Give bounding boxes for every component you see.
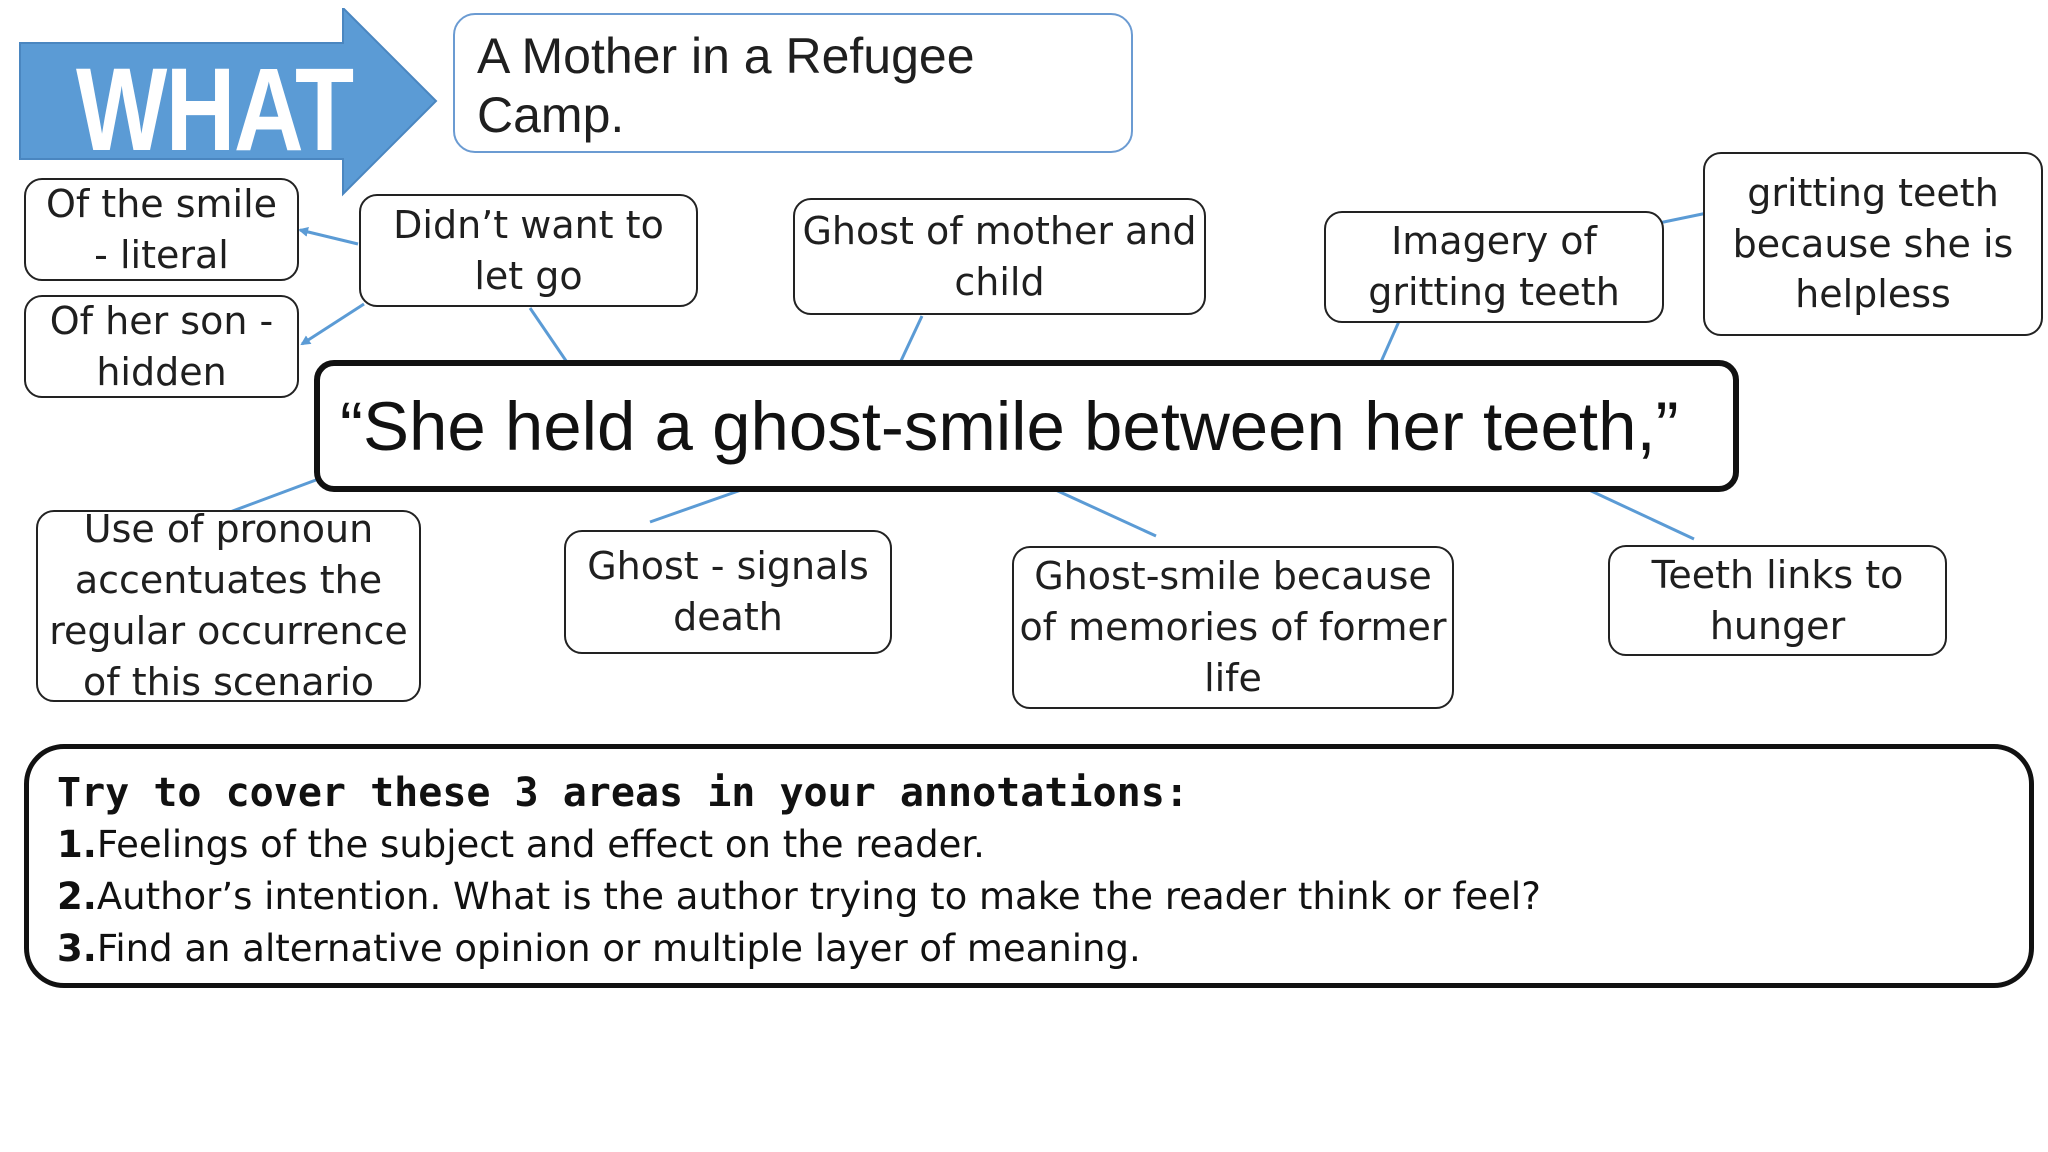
instruction-number: 1. — [57, 823, 97, 866]
instructions-box: Try to cover these 3 areas in your annot… — [24, 744, 2034, 988]
annotation-pronoun: Use of pronoun accentuates the regular o… — [36, 507, 421, 704]
annotation-smile-literal: Of the smile - literal — [24, 178, 299, 281]
poem-title-box: A Mother in a Refugee Camp. — [453, 13, 1133, 153]
annotation-gritting-helpless: gritting teeth because she is helpless — [1703, 152, 2043, 336]
annotation-ghost-death: Ghost - signals death — [564, 530, 892, 654]
annotation-ghost-smile-memories: Ghost-smile because of memories of forme… — [1012, 546, 1454, 709]
arrow-to-smile-literal — [298, 227, 359, 246]
annotation-son-hidden: Of her son - hidden — [24, 295, 299, 398]
annotation-teeth-hunger: Teeth links to hunger — [1608, 545, 1947, 656]
instructions-heading: Try to cover these 3 areas in your annot… — [57, 770, 1189, 816]
what-label: WHAT — [76, 44, 354, 176]
instruction-number: 3. — [57, 926, 97, 970]
annotation-ghost-mother-child: Ghost of mother and child — [793, 198, 1206, 315]
instruction-item: 2.Author’s intention. What is the author… — [57, 871, 2001, 923]
annotation-imagery-gritting: Imagery of gritting teeth — [1324, 211, 1664, 323]
instruction-item: 1.Feelings of the subject and effect on … — [57, 819, 2001, 871]
arrow-to-son-hidden — [300, 302, 365, 346]
instruction-text: Feelings of the subject and effect on th… — [96, 823, 985, 866]
instruction-text: Find an alternative opinion or multiple … — [96, 926, 1141, 970]
instruction-text: Author’s intention. What is the author t… — [96, 874, 1541, 918]
instruction-item: 3.Find an alternative opinion or multipl… — [57, 923, 2001, 975]
annotation-didnt-want-to-let-go: Didn’t want to let go — [359, 194, 698, 307]
instruction-number: 2. — [57, 874, 97, 918]
poem-quote: “She held a ghost-smile between her teet… — [314, 360, 1739, 492]
what-arrow-icon — [19, 8, 438, 197]
